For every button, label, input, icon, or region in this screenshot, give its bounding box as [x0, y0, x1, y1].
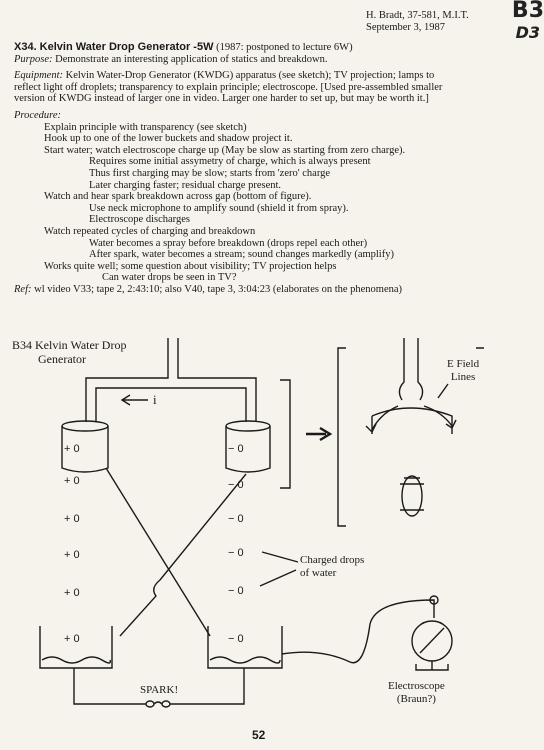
- left-can-charge: + 0: [64, 443, 80, 455]
- procedure-step: Requires some initial assymetry of charg…: [89, 156, 371, 168]
- purpose-line: Purpose: Demonstrate an interesting appl…: [14, 54, 529, 66]
- author-date: September 3, 1987: [366, 22, 446, 33]
- equipment-text-1: Kelvin Water-Drop Generator (KWDG) appar…: [65, 70, 435, 82]
- left-upper-can: [61, 426, 109, 473]
- procedure-step: Works quite well; some question about vi…: [44, 260, 337, 272]
- procedure-step: Can water drops be seen in TV?: [102, 272, 237, 284]
- right-drop-1: − 0: [228, 479, 244, 491]
- author-block: H. Bradt, 37-581, M.I.T. September 3, 19…: [366, 10, 516, 34]
- equipment-line-1: Equipment: Kelvin Water-Drop Generator (…: [14, 70, 529, 82]
- zoom-can: [371, 407, 453, 434]
- ref-label: Ref:: [14, 283, 32, 295]
- procedure-step: Electroscope discharges: [89, 214, 190, 226]
- procedure-list: Explain principle with transparency (see…: [14, 122, 529, 284]
- right-drop-4: − 0: [228, 585, 244, 597]
- right-can-charge: − 0: [228, 443, 244, 455]
- electroscope-wire: [281, 599, 435, 664]
- lower-left-charge: + 0: [64, 633, 80, 645]
- demo-text: X34. Kelvin Water Drop Generator -5W (19…: [14, 41, 529, 296]
- procedure-step: Explain principle with transparency (see…: [44, 121, 247, 133]
- drops-label-line1: Charged drops: [300, 554, 365, 566]
- demo-code-title: X34. Kelvin Water Drop Generator -5W: [14, 41, 214, 53]
- procedure-step: Watch repeated cycles of charging and br…: [44, 225, 256, 237]
- cross-wire-2: [119, 473, 247, 637]
- charged-drops-label: Charged drops of water: [300, 554, 364, 580]
- lower-right-water: [209, 656, 281, 664]
- ref-text: wl video V33; tape 2, 2:43:10; also V40,…: [34, 283, 403, 295]
- efield-line-left: [365, 405, 399, 434]
- efield-label-line1: E Field: [447, 358, 480, 370]
- efield-label: E Field Lines: [447, 358, 479, 384]
- bleed-through-text: [170, 0, 490, 9]
- zoom-arrow: [306, 426, 333, 442]
- drops-leader-1: [261, 551, 299, 563]
- efield-leader: [437, 383, 449, 399]
- lower-right-charge: − 0: [228, 633, 244, 645]
- procedure-heading: Procedure:: [14, 110, 529, 122]
- zoom-drop: [401, 475, 423, 517]
- purpose-label: Purpose:: [14, 53, 53, 65]
- diagram-drawing: [39, 338, 484, 708]
- current-arrow: [120, 394, 148, 406]
- lower-right-bucket: [207, 626, 283, 669]
- electroscope-label-line2: (Braun?): [396, 693, 436, 705]
- left-drop-4: + 0: [64, 587, 80, 599]
- procedure-step: Later charging faster; residual charge p…: [89, 179, 282, 191]
- corner-handwritten-mark: B3 D3: [512, 0, 544, 44]
- spark-wire-right: [170, 668, 245, 705]
- zoom-drop-marks: [400, 477, 424, 511]
- page-number: 52: [252, 728, 266, 742]
- supply-pipe: [85, 338, 257, 422]
- right-drop-3: − 0: [228, 547, 244, 559]
- purpose-text: Demonstrate an interesting application o…: [55, 53, 328, 65]
- electroscope-label: Electroscope (Braun?): [388, 680, 445, 706]
- procedure-step: Water becomes a spray before breakdown (…: [89, 237, 368, 249]
- figure-title-line2: Generator: [38, 352, 86, 366]
- electroscope-label-line1: Electroscope: [388, 680, 445, 692]
- procedure-step: Watch and hear spark breakdown across ga…: [44, 191, 312, 203]
- spark-gap: [153, 701, 163, 705]
- demo-title-note: (1987: postponed to lecture 6W): [216, 42, 353, 53]
- demo-title-line: X34. Kelvin Water Drop Generator -5W (19…: [14, 41, 529, 54]
- kelvin-generator-diagram: B34 Kelvin Water Drop Generator i E Fiel…: [0, 318, 544, 728]
- electroscope-base: [415, 661, 449, 671]
- procedure-step: After spark, water becomes a stream; sou…: [89, 249, 394, 261]
- author-name: H. Bradt, 37-581, M.I.T.: [366, 10, 469, 21]
- zoom-nozzle: [398, 338, 424, 401]
- procedure-step: Hook up to one of the lower buckets and …: [44, 133, 293, 145]
- electroscope-needle: [419, 627, 445, 654]
- corner-mark-1: B3: [511, 0, 544, 23]
- left-drop-2: + 0: [64, 513, 80, 525]
- procedure-step: Use neck microphone to amplify sound (sh…: [89, 202, 349, 214]
- lower-left-water: [41, 656, 112, 664]
- corner-mark-2: D3: [515, 23, 540, 42]
- zoom-bracket: [280, 379, 291, 489]
- drops-leader-2: [259, 569, 297, 587]
- efield-line-right: [423, 405, 457, 430]
- spark-label: SPARK!: [140, 684, 179, 696]
- equipment-label: Equipment:: [14, 70, 63, 82]
- procedure-label: Procedure:: [14, 109, 62, 121]
- procedure-step: Start water; watch electroscope charge u…: [44, 144, 406, 156]
- spark-wire-left: [73, 668, 146, 705]
- procedure-step: Thus first charging may be slow; starts …: [89, 167, 331, 179]
- figure-title-line1: B34 Kelvin Water Drop: [12, 338, 127, 352]
- zoom-box: [337, 347, 484, 527]
- right-upper-can: [225, 426, 271, 473]
- lower-left-bucket: [39, 626, 113, 669]
- right-drop-2: − 0: [228, 513, 244, 525]
- figure-title: B34 Kelvin Water Drop Generator: [12, 338, 126, 366]
- current-label: i: [153, 392, 157, 407]
- equipment-line-2: reflect light off droplets; transparency…: [14, 81, 443, 93]
- cross-wire-1: [105, 467, 211, 637]
- equipment-line-3: version of KWDG instead of larger one in…: [14, 93, 429, 105]
- left-drop-3: + 0: [64, 549, 80, 561]
- left-drop-1: + 0: [64, 475, 80, 487]
- drops-label-line2: of water: [300, 567, 337, 579]
- efield-label-line2: Lines: [450, 371, 476, 383]
- reference-line: Ref: wl video V33; tape 2, 2:43:10; also…: [14, 284, 529, 296]
